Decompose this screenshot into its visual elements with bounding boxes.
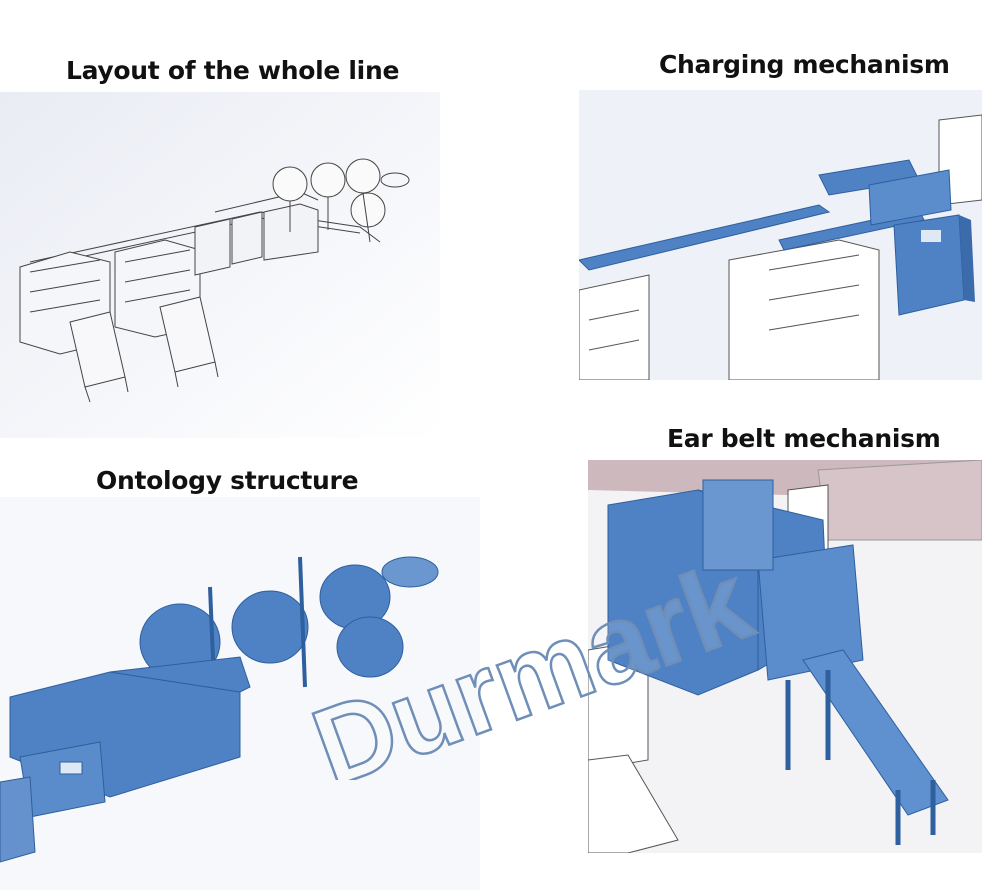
caption-layout-whole-line: Layout of the whole line	[66, 56, 400, 85]
caption-ontology-structure: Ontology structure	[96, 466, 359, 495]
ontology-structure-image	[0, 497, 480, 890]
caption-charging-mechanism: Charging mechanism	[659, 50, 950, 79]
whole-line-layout-image	[0, 92, 440, 438]
caption-ear-belt-mechanism: Ear belt mechanism	[667, 424, 941, 453]
charging-mechanism-image	[579, 90, 982, 380]
ear-belt-mechanism-image	[588, 460, 982, 853]
